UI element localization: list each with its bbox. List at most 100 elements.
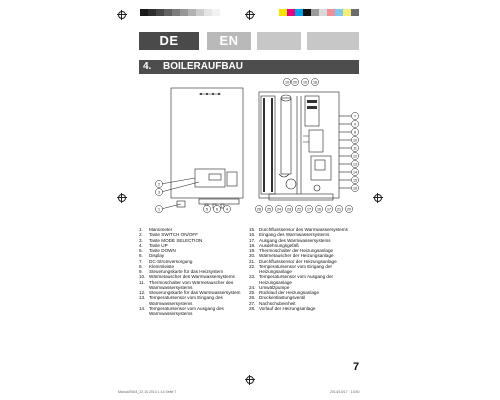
callout-label: 19 [303,80,307,84]
legend-item-number: 21. [249,258,256,264]
legend-item-text: Temperatursensor vom Ausgang des Warmwas… [149,305,224,316]
callout-label: 1 [158,207,160,211]
callout-circle [351,184,359,192]
callout-circle [265,205,273,213]
callout-circle [351,160,359,168]
callout-label: 18 [313,80,317,84]
legend-item-number: 11. [139,279,146,285]
legend-item-number: 19. [249,248,256,253]
legend-item: 7. DC-Stromversorgung [139,259,247,264]
callout-label: 16 [317,207,321,211]
callout-label: 8 [354,130,356,134]
legend-item-text: Taste DOWN [149,248,176,253]
registration-mark-right-icon [245,10,255,20]
callout-label: 24 [277,207,281,211]
legend-item-text: Temperatursensor vom Ausgang der Heizung… [259,274,334,285]
legend-item-number: 8. [139,263,143,269]
footer-left: Manual7664_22.10.2014 1:14 Seite 7 [118,390,177,394]
section-heading: 4.BOILERAUFBAU [139,60,359,74]
callout-label: 2 [158,182,160,186]
callout-label: 4 [226,207,228,211]
legend-item-number: 22. [249,263,256,269]
legend-item: 20.Wärmetauscher der Heizungsanlage [249,253,361,258]
legend-item: 23.Temperatursensor vom Ausgang der Heiz… [249,274,361,285]
legend-item-number: 28. [249,305,256,311]
boiler-front-casing [170,87,244,199]
callout-circle [351,168,359,176]
callout-circle [351,128,359,136]
color-bar-left-swatch [148,9,156,16]
legend-item-text: Thermoschalter der Heizungsanlage [259,248,334,253]
color-bar-left-swatch [204,9,212,16]
color-bar-left-swatch [180,9,188,16]
legend-item-text: DC-Stromversorgung [149,258,193,264]
legend-item-text: Eingang des Warmwassersystems [259,232,330,238]
color-bar-right-swatch [343,9,351,16]
callout-label: 25 [267,207,271,211]
callout-circle [335,205,343,213]
callout-label: 17 [327,207,331,211]
callout-circle [155,180,163,188]
callout-circle [283,78,291,86]
callout-label: 7 [354,114,356,118]
legend-item: 17.Ausgang des Warmwassersystems [249,238,361,243]
legend-item-number: 7. [139,258,143,264]
callout-label: 20 [347,207,351,211]
callout-circle [213,205,221,213]
legend-item-number: 1. [139,227,143,232]
callout-circle [255,205,263,213]
legend-item-number: 20. [249,253,256,259]
color-bar-right-swatch [335,9,343,16]
callout-label: 13 [353,162,357,166]
legend-item-text: Durchflusssensor des Warmwassersystems [259,227,348,232]
callout-circle [351,152,359,160]
legend-item: 19.Thermoschalter der Heizungsanlage [249,248,361,253]
callout-circle [351,176,359,184]
legend-item: 18.Ausdehnungsgefäß [249,243,361,248]
legend-item-text: Ausdehnungsgefäß [259,242,299,248]
color-bar-right-swatch [319,9,327,16]
callout-label: 26 [257,207,261,211]
color-bar-right-swatch [311,9,319,16]
language-tab-en: EN [207,32,251,50]
legend-item-text: Rücklauf der Heizungsanlage [259,290,320,295]
callout-circle [351,144,359,152]
legend-item-number: 27. [249,300,256,306]
color-bar-left-swatch [164,9,172,16]
color-bar-left-swatch [196,9,204,16]
callout-circle [291,78,299,86]
footer-right: 2014/10/17 · 13:50 [330,390,360,394]
callout-label: 3 [158,190,160,194]
legend-item-number: 12. [139,290,146,295]
callout-label: 22 [297,207,301,211]
legend-item-text: Temperatursensor vom Eingang des Warmwas… [149,295,223,306]
callout-label: 6 [216,207,218,211]
callout-label: 23 [287,207,291,211]
callout-label: 10 [353,138,357,142]
legend-item-number: 2. [139,232,143,238]
legend-item-text: Wärmetauscher des Warmwassersystems [149,274,235,280]
callout-circle [351,136,359,144]
callout-circle [223,205,231,213]
legend-item-text: Durchflusssensor der Heizungsanlage [259,258,337,264]
color-bar-right-swatch [295,9,303,16]
legend-item-number: 14. [139,305,146,311]
legend-item: 15.Durchflusssensor des Warmwassersystem… [249,227,361,232]
language-tab-4 [307,32,359,50]
display-screen [208,173,222,181]
language-tab-de: DE [139,32,199,50]
section-number: 4. [143,61,152,72]
legend-item-number: 5. [139,248,143,253]
legend-item-number: 17. [249,237,256,243]
callout-circle [351,120,359,128]
color-bar-left-swatch [212,9,220,16]
legend-item-number: 13. [139,295,146,301]
language-tab-3 [257,32,301,50]
color-bar-right-swatch [351,9,359,16]
legend-item: 5. Taste DOWN [139,248,247,253]
legend-item-number: 24. [249,284,256,290]
legend-item-number: 3. [139,237,143,243]
legend-item: 25.Rücklauf der Heizungsanlage [249,290,361,295]
color-bar-left [140,9,220,16]
